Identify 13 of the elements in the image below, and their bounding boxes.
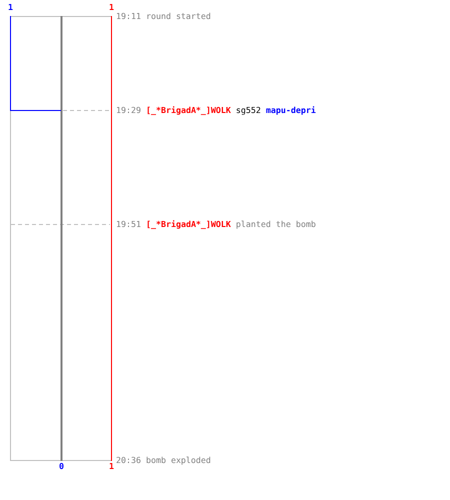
player-count: 1 bbox=[109, 462, 114, 471]
player-count: 0 bbox=[59, 462, 64, 471]
player-name: [_*BrigadA*_]WOLK bbox=[146, 219, 231, 229]
timestamp: 19:29 bbox=[116, 105, 141, 115]
event-text: 19:11 round started bbox=[116, 11, 211, 21]
weapon-name: sg552 bbox=[236, 105, 261, 115]
player-name: [_*BrigadA*_]WOLK bbox=[146, 105, 231, 115]
player-count: 1 bbox=[8, 3, 13, 12]
event-text: 20:36 bomb exploded bbox=[116, 455, 211, 465]
player-name: mapu-depri bbox=[266, 105, 316, 115]
player-count: 1 bbox=[109, 3, 114, 12]
timestamp: 19:51 bbox=[116, 219, 141, 229]
event-text: planted the bomb bbox=[236, 219, 316, 229]
